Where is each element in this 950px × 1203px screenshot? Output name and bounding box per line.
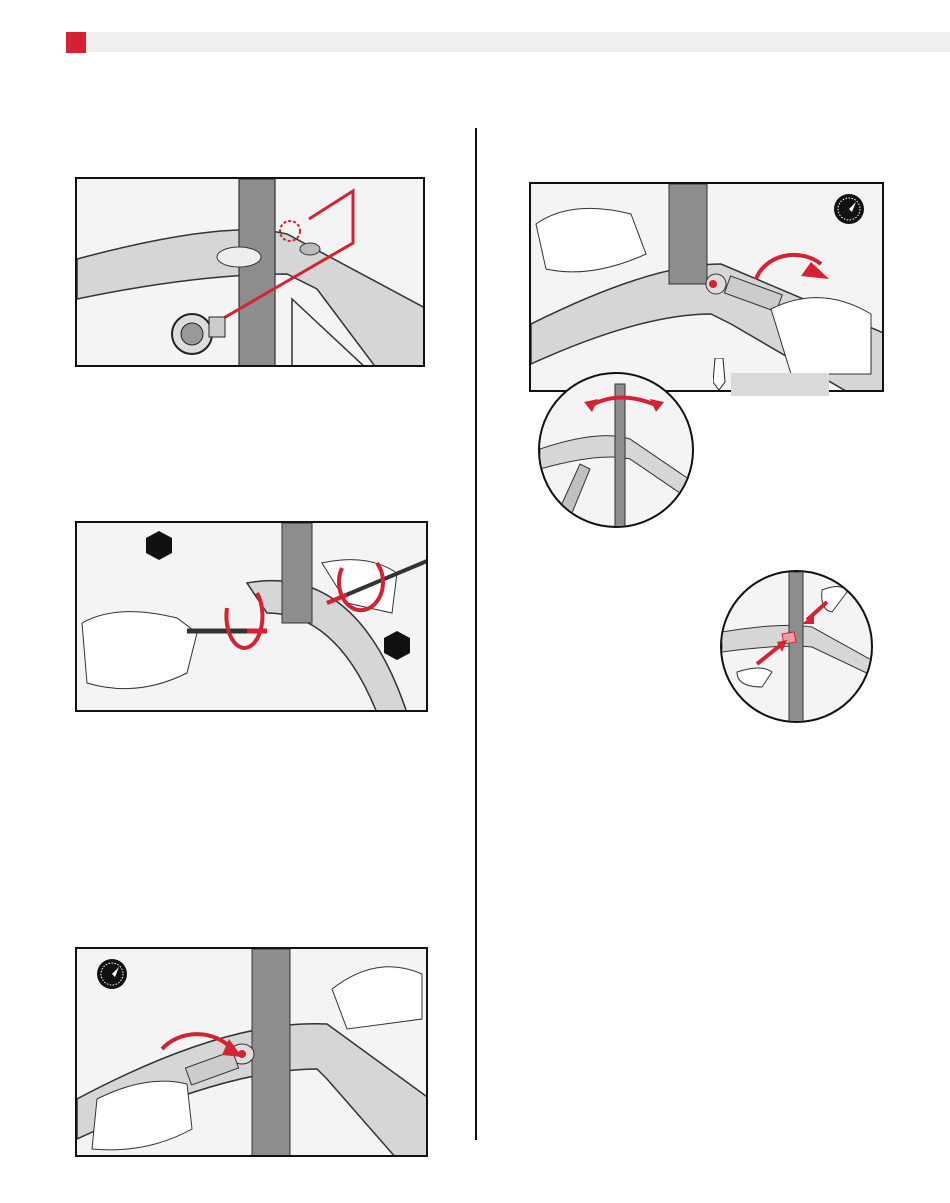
seatpost-rotation-illustration [540,374,694,528]
step-hex-icon-right [384,631,410,660]
label-placeholder-box [731,373,829,396]
pencil-icon [713,358,729,397]
torque-wrench-illustration [77,949,428,1157]
frame-junction-illustration [77,179,425,367]
column-divider [475,128,477,1140]
figure-frame-plug [75,177,425,367]
step-hex-icon-left [146,531,172,560]
cover-plate-bottom-icon [737,668,772,687]
header-bar [86,32,950,52]
figure-seatpost-rotation [538,372,694,528]
torque-wrench-illustration-2 [531,184,884,392]
cover-plates-illustration [722,572,873,723]
section-marker-icon [66,32,86,53]
figure-torque-wrench-right [529,182,884,392]
hex-keys-illustration [77,523,428,712]
bolt-plug-icon [172,314,225,354]
torque-dial-icon [97,959,127,989]
figure-cover-plates [720,570,873,723]
figure-hex-keys [75,521,428,712]
torque-dial-icon-2 [834,194,864,224]
cover-plate-top-icon [822,586,847,612]
figure-torque-wrench-left [75,947,428,1157]
